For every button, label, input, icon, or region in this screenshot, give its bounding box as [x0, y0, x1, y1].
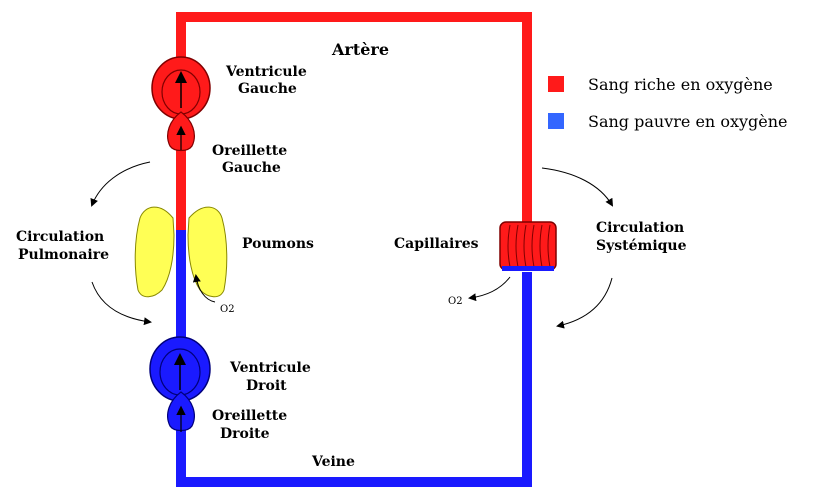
pulmonary-blue-segment [176, 230, 186, 270]
label-o2-capillaries: O2 [448, 296, 463, 307]
label-oreillette-droite-1: Oreillette [212, 408, 287, 424]
label-ventricule-gauche-1: Ventricule [225, 64, 307, 80]
right-lung [187, 206, 228, 298]
label-ventricule-gauche-2: Gauche [238, 81, 297, 97]
legend-swatch-oxygen-poor [548, 113, 564, 129]
systemic-cycle-arrow-bottom [556, 277, 613, 329]
label-circ-pulm-2: Pulmonaire [18, 247, 109, 263]
label-o2-lungs: O2 [220, 304, 235, 315]
o2-lungs-arrow [192, 274, 216, 303]
legend-swatch-oxygen-rich [548, 76, 564, 92]
label-circ-syst-2: Systémique [596, 238, 687, 254]
label-capillaires: Capillaires [394, 236, 479, 252]
pulmonary-cycle-arrow-top [90, 161, 151, 207]
legend-label-oxygen-rich: Sang riche en oxygène [588, 75, 773, 94]
label-circ-syst-1: Circulation [596, 220, 684, 236]
left-atrium [167, 111, 195, 152]
left-lung [134, 206, 175, 298]
label-ventricule-droit-2: Droit [246, 378, 287, 394]
pulmonary-red-segment [176, 200, 186, 230]
o2-capillaries-arrow [468, 276, 511, 302]
right-ventricle [149, 336, 211, 402]
legend-label-oxygen-poor: Sang pauvre en oxygène [588, 112, 788, 131]
right-atrium [167, 391, 195, 432]
pulmonary-cycle-arrow-bottom [91, 281, 152, 326]
legend: Sang riche en oxygène Sang pauvre en oxy… [548, 75, 788, 131]
label-ventricule-droit-1: Ventricule [229, 360, 311, 376]
label-oreillette-gauche-1: Oreillette [212, 143, 287, 159]
label-oreillette-gauche-2: Gauche [222, 160, 281, 176]
vein-path [176, 230, 532, 487]
label-oreillette-droite-2: Droite [220, 426, 270, 442]
systemic-cycle-arrow-top [541, 167, 614, 207]
label-veine: Veine [311, 454, 355, 470]
left-ventricle [151, 56, 211, 120]
label-artere: Artère [331, 40, 389, 59]
label-poumons: Poumons [242, 236, 314, 252]
label-circ-pulm-1: Circulation [16, 229, 104, 245]
capillaries [499, 221, 557, 271]
